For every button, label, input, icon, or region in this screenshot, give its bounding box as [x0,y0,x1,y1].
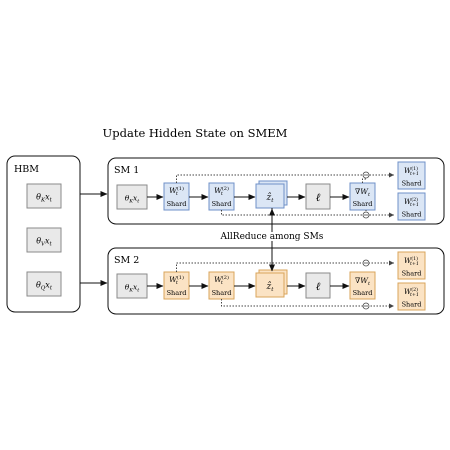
sm2-loss-box: ℓ [305,272,331,299]
svg-text:W(2)t+1: W(2)t+1 [404,286,419,298]
svg-text:ẑt: ẑt [266,192,275,204]
svg-text:Shard: Shard [167,200,187,208]
sm2-z-box: ẑt [255,269,288,298]
svg-text:θVxt: θVxt [36,237,52,248]
sm1-update-paths [176,172,394,218]
svg-text:ℓ: ℓ [316,191,321,204]
svg-text:Shard: Shard [402,211,422,219]
sm1-z-box: ẑt [255,180,288,209]
sm1-minus-ops [362,171,370,219]
allreduce-label: AllReduce among SMs [220,232,324,242]
hbm-item-v: θVxt [26,227,62,253]
sm2-w2-shard: W(2)t Shard [208,271,235,300]
svg-text:∇Wt: ∇Wt [355,187,371,198]
svg-text:θKxt: θKxt [125,283,141,294]
sm2-input-box: θKxt [116,273,148,299]
sm1-w1-shard: W(1)t Shard [163,182,190,211]
sm1-loss-box: ℓ [305,183,331,210]
svg-text:Shard: Shard [212,289,232,297]
hbm-label: HBM [14,164,39,175]
sm2-update-paths [176,260,394,309]
svg-text:Shard: Shard [402,180,422,188]
hbm-item-k: θKxt [26,183,62,209]
svg-text:ℓ: ℓ [316,280,321,293]
svg-text:Shard: Shard [167,289,187,297]
sm2-out2: W(2)t+1 Shard [397,282,426,311]
svg-text:W(1)t+1: W(1)t+1 [404,255,419,267]
sm2-label: SM 2 [114,255,139,266]
svg-text:Shard: Shard [353,289,373,297]
sm1-w2-shard: W(2)t Shard [208,182,235,211]
sm2-minus-ops [362,259,370,310]
sm2-grad-shard: ∇Wt Shard [349,271,376,300]
svg-text:∇Wt: ∇Wt [355,276,371,287]
sm1-panel: SM 1 θKxt W(1)t Shard W(2)t Shard ẑt [107,157,445,225]
svg-text:Shard: Shard [212,200,232,208]
svg-text:θQxt: θQxt [36,281,53,292]
svg-text:Shard: Shard [402,270,422,278]
sm1-out1: W(1)t+1 Shard [397,161,426,190]
hbm-panel: HBM θKxt θVxt θQxt [6,155,81,313]
diagram-title: Update Hidden State on SMEM [103,126,288,140]
sm1-out2: W(2)t+1 Shard [397,192,426,221]
svg-text:W(2)t+1: W(2)t+1 [404,196,419,208]
svg-text:Shard: Shard [353,200,373,208]
sm2-w1-shard: W(1)t Shard [163,271,190,300]
svg-text:θKxt: θKxt [125,194,141,205]
sm1-grad-shard: ∇Wt Shard [349,182,376,211]
hbm-item-q: θQxt [26,271,62,297]
sm2-out1: W(1)t+1 Shard [397,251,426,280]
svg-text:θKxt: θKxt [36,193,52,204]
svg-text:W(1)t+1: W(1)t+1 [404,165,419,177]
svg-text:ẑt: ẑt [266,281,275,293]
sm1-input-box: θKxt [116,184,148,210]
svg-text:Shard: Shard [402,301,422,309]
sm1-label: SM 1 [114,165,139,176]
sm2-panel: SM 2 θKxt W(1)t Shard W(2)t Shard ẑt ℓ [107,247,445,315]
